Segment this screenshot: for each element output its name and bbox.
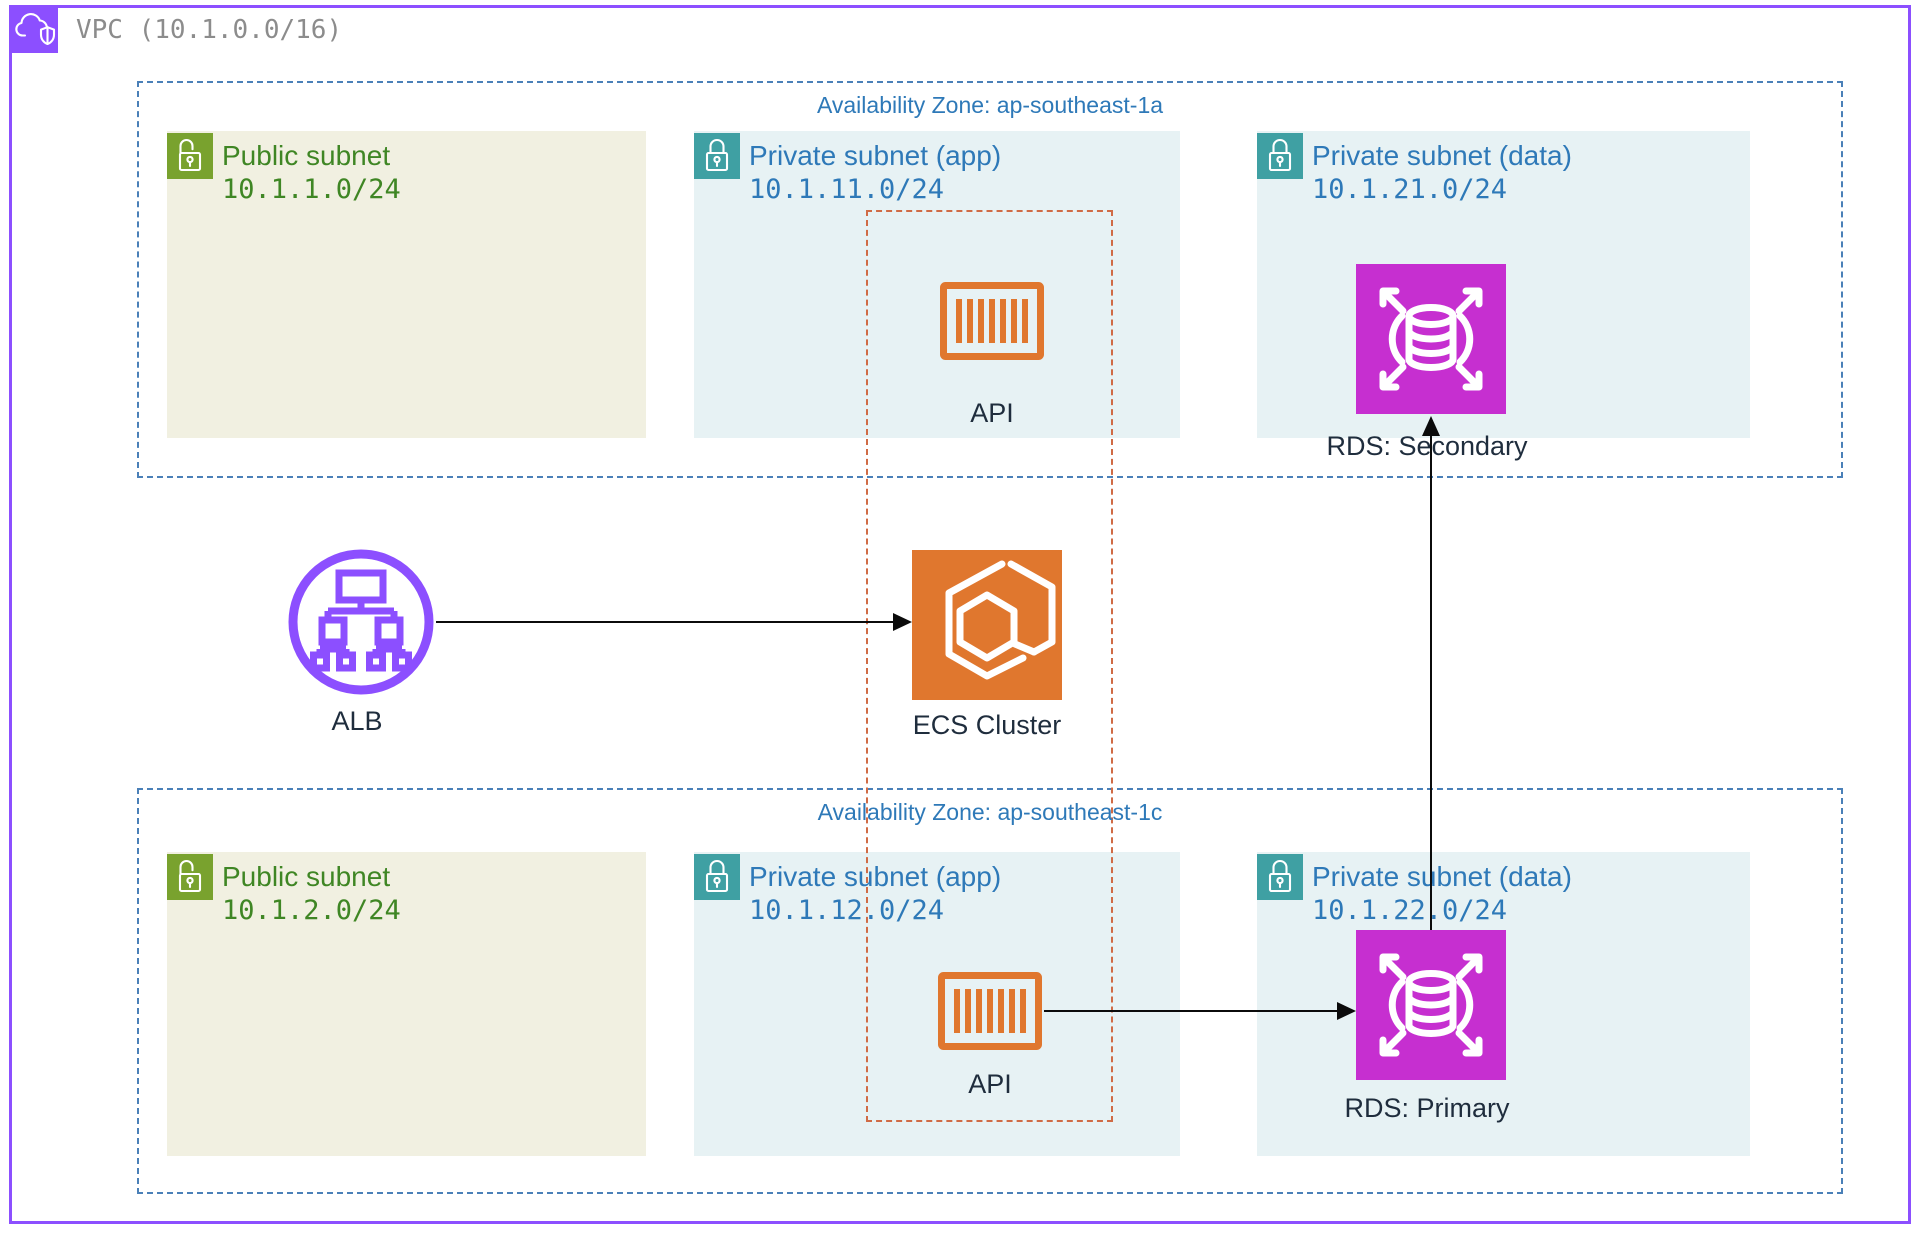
availability-zone-1a: Availability Zone: ap-southeast-1a <box>137 81 1843 478</box>
subnet-title: Public subnet <box>222 861 391 892</box>
container-icon <box>938 972 1042 1050</box>
rds-primary-label: RDS: Primary <box>1344 1093 1510 1123</box>
unlocked-padlock-icon <box>167 854 213 900</box>
subnet-title: Private subnet (data) <box>1312 140 1572 171</box>
unlocked-padlock-icon <box>167 133 213 179</box>
vpc-boundary <box>9 5 1911 1224</box>
locked-padlock-icon <box>1257 854 1303 900</box>
locked-padlock-icon <box>694 133 740 179</box>
subnet-title: Public subnet <box>222 140 391 171</box>
alb-icon <box>288 549 434 695</box>
private-subnet-app-1c: Private subnet (app) 10.1.12.0/24 <box>694 852 1180 1156</box>
subnet-cidr: 10.1.12.0/24 <box>749 895 945 926</box>
ecs-cluster-icon <box>912 550 1062 700</box>
subnet-title: Private subnet (app) <box>749 861 1002 892</box>
api-top-label: API <box>970 398 1014 428</box>
container-icon <box>940 282 1044 360</box>
alb-label: ALB <box>331 706 383 736</box>
rds-secondary-icon <box>1356 264 1506 414</box>
vpc-cloud-shield-icon <box>9 5 58 53</box>
private-subnet-app-1a: Private subnet (app) 10.1.11.0/24 <box>694 131 1180 438</box>
subnet-title: Private subnet (app) <box>749 140 1002 171</box>
ecs-cluster-boundary <box>866 210 1113 1122</box>
subnet-cidr: 10.1.22.0/24 <box>1312 895 1508 926</box>
availability-zone-1c-label: Availability Zone: ap-southeast-1c <box>817 799 1163 825</box>
availability-zone-1c: Availability Zone: ap-southeast-1c <box>137 788 1843 1194</box>
public-subnet-1a: Public subnet 10.1.1.0/24 <box>167 131 646 438</box>
subnet-title: Private subnet (data) <box>1312 861 1572 892</box>
ecs-cluster-label: ECS Cluster <box>912 710 1062 740</box>
vpc-title: VPC (10.1.0.0/16) <box>76 15 343 45</box>
api-bottom-label: API <box>968 1069 1012 1099</box>
availability-zone-1a-label: Availability Zone: ap-southeast-1a <box>816 92 1164 118</box>
subnet-cidr: 10.1.1.0/24 <box>222 174 401 205</box>
rds-primary-icon <box>1356 930 1506 1080</box>
locked-padlock-icon <box>1257 133 1303 179</box>
rds-secondary-label: RDS: Secondary <box>1326 431 1528 461</box>
subnet-cidr: 10.1.11.0/24 <box>749 174 945 205</box>
public-subnet-1c: Public subnet 10.1.2.0/24 <box>167 852 646 1156</box>
subnet-cidr: 10.1.21.0/24 <box>1312 174 1508 205</box>
subnet-cidr: 10.1.2.0/24 <box>222 895 401 926</box>
locked-padlock-icon <box>694 854 740 900</box>
